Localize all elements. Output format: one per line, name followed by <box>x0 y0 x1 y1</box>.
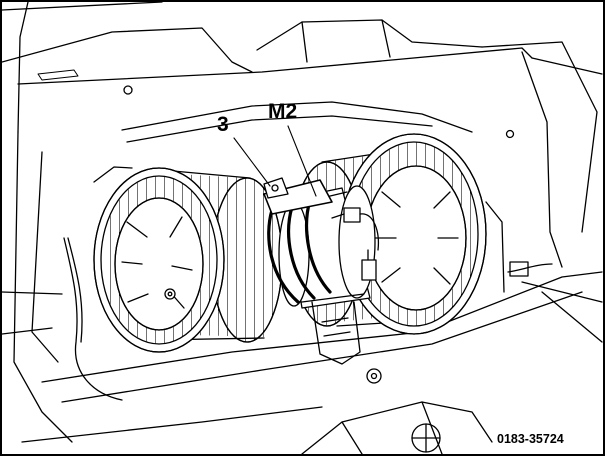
figure-reference-number: 0183-35724 <box>494 431 567 447</box>
callout-part-3: 3 <box>217 113 229 136</box>
blower-motor <box>263 177 380 365</box>
left-fan-wheel <box>93 166 283 353</box>
leader-lines <box>233 125 317 197</box>
callout-motor-m2: M2 <box>268 100 298 123</box>
